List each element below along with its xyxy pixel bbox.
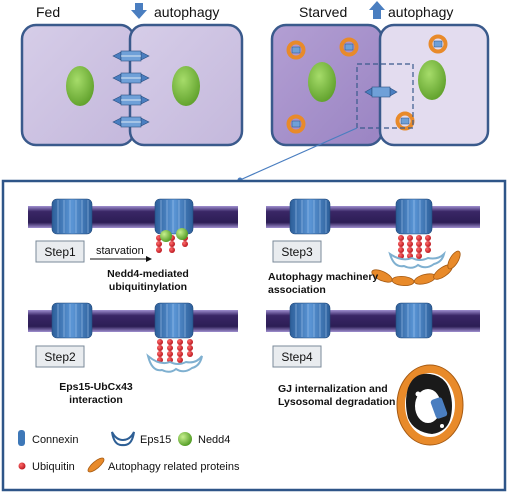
starved-panel: Starved autophagy bbox=[270, 1, 490, 147]
step2-box: Step2 bbox=[35, 345, 85, 368]
fed-nucleus-left bbox=[66, 66, 94, 106]
step3-label: Step3 bbox=[281, 245, 313, 259]
fed-nucleus-right bbox=[172, 66, 200, 106]
step1-nedd4-left bbox=[160, 230, 172, 242]
step1-caption-line2: ubiquitinylation bbox=[109, 281, 187, 293]
legend: Connexin Eps15 Nedd4 Ubiquitin Autophagy… bbox=[18, 430, 240, 473]
step3-box: Step3 bbox=[272, 240, 322, 263]
nedd4-legend-icon bbox=[178, 432, 192, 446]
step1-label: Step1 bbox=[44, 245, 76, 259]
fed-panel: Fed autophagy bbox=[20, 3, 244, 147]
eps15-legend-icon bbox=[111, 431, 135, 447]
step1-nedd4-right bbox=[176, 228, 188, 240]
step3-autophagy-proteins bbox=[371, 250, 461, 286]
step3-ubiquitin-chains bbox=[398, 235, 431, 259]
step3-eps15-adaptors bbox=[388, 250, 446, 269]
step4-box: Step4 bbox=[272, 345, 322, 368]
down-arrow-icon bbox=[131, 3, 147, 19]
zoom-region-box bbox=[356, 63, 414, 129]
legend-eps15: Eps15 bbox=[140, 434, 171, 446]
fed-label: Fed bbox=[36, 4, 60, 20]
starvation-label: starvation bbox=[96, 245, 144, 257]
step2-caption-line2: interaction bbox=[69, 394, 123, 406]
legend-ubiquitin: Ubiquitin bbox=[32, 461, 75, 473]
legend-connexin: Connexin bbox=[32, 434, 78, 446]
connexin-legend-icon bbox=[18, 430, 25, 446]
autophagosome-cargo bbox=[291, 40, 443, 128]
starved-autophagy-label: autophagy bbox=[388, 4, 453, 20]
starved-gap-junction bbox=[364, 86, 398, 98]
step4-caption-line1: GJ internalization and bbox=[278, 383, 388, 395]
starved-label: Starved bbox=[299, 4, 347, 20]
step2-label: Step2 bbox=[44, 350, 76, 364]
step2-caption-line1: Eps15-UbCx43 bbox=[59, 381, 133, 393]
step4-caption-line2: Lysosomal degradation bbox=[278, 396, 395, 408]
legend-autophagy-proteins: Autophagy related proteins bbox=[108, 461, 240, 473]
step4-label: Step4 bbox=[281, 350, 313, 364]
step4-autophagolysosome bbox=[396, 364, 464, 446]
connexin-stripes bbox=[57, 200, 427, 337]
step2-eps15-adaptors bbox=[146, 353, 203, 373]
starvation-arrow-icon bbox=[90, 256, 152, 262]
starved-nucleus-right bbox=[418, 60, 446, 100]
fed-gap-junctions bbox=[112, 50, 150, 128]
up-arrow-icon bbox=[369, 1, 385, 19]
legend-nedd4: Nedd4 bbox=[198, 434, 230, 446]
step3-caption-line1: Autophagy machinery bbox=[268, 271, 378, 283]
autophagy-protein-legend-icon bbox=[87, 457, 105, 473]
step3-caption-line2: association bbox=[268, 284, 326, 296]
step1-box: Step1 bbox=[35, 240, 85, 263]
starved-nucleus-left bbox=[308, 62, 336, 102]
step1-caption-line1: Nedd4-mediated bbox=[107, 268, 189, 280]
ubiquitin-legend-icon bbox=[18, 462, 26, 470]
fed-autophagy-label: autophagy bbox=[154, 4, 219, 20]
zoom-callout-line bbox=[239, 127, 358, 181]
